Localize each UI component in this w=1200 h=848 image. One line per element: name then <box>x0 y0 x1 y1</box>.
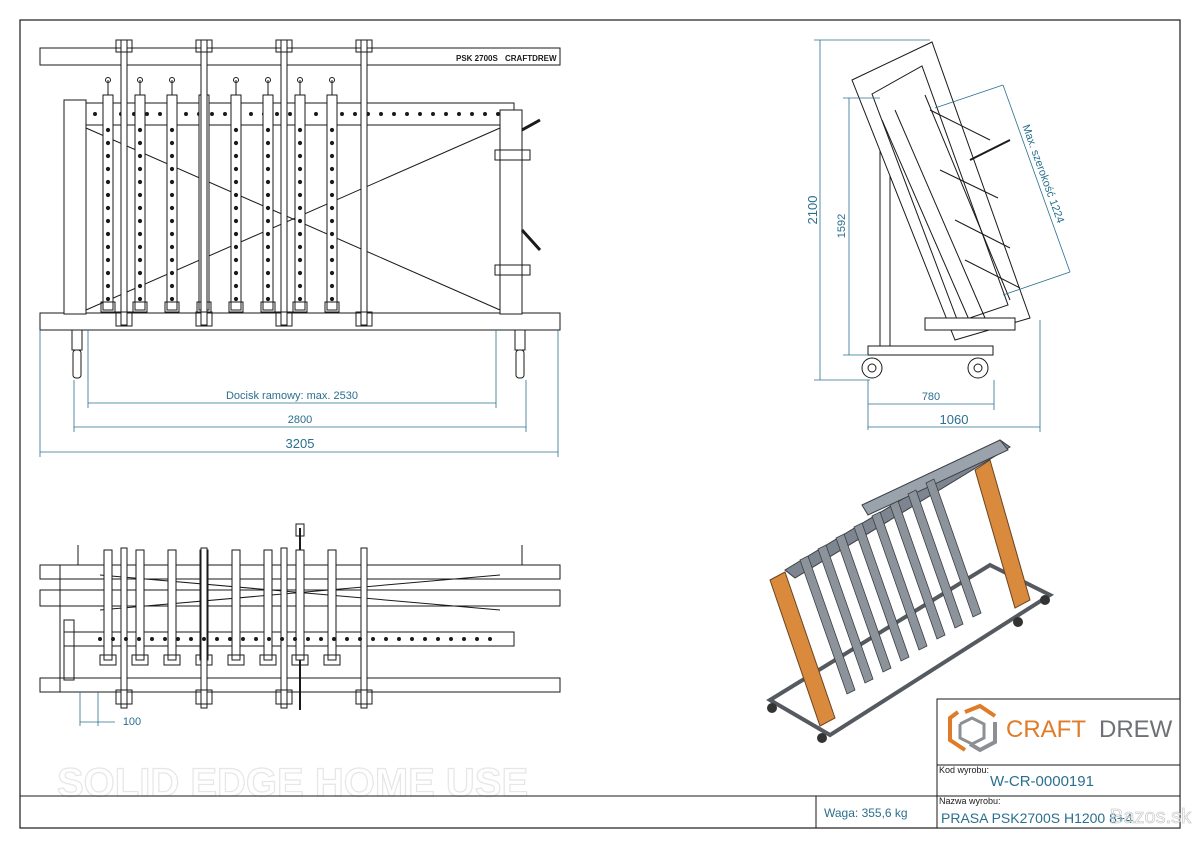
top-clamp <box>323 549 341 666</box>
watermark-text: SOLID EDGE HOME USE <box>57 761 528 805</box>
front-long-clamp <box>195 39 213 327</box>
iso-frame <box>925 478 982 618</box>
front-plate-brand: CRAFTDREW <box>505 54 557 63</box>
sheet-border <box>19 19 1181 829</box>
front-long-clamp <box>355 39 373 327</box>
iso-frame <box>799 555 856 695</box>
front-long-clamp <box>275 39 293 327</box>
top-clamp <box>227 549 245 666</box>
top-clamp <box>131 549 149 666</box>
side-dimensions <box>814 39 1071 432</box>
name-label: Nazwa wyrobu: <box>939 796 1001 806</box>
front-clamp <box>324 77 340 313</box>
dim-beam-label: 1592 <box>836 214 848 238</box>
iso-frame <box>853 522 910 662</box>
top-view <box>39 523 561 710</box>
dim-overall-label: 3205 <box>286 436 315 451</box>
iso-frame <box>871 511 928 651</box>
site-watermark: Bazos.sk <box>1110 806 1192 828</box>
front-clamp <box>292 77 308 313</box>
code-value: W-CR-0000191 <box>990 773 1094 790</box>
front-clamp <box>260 77 276 313</box>
front-clamp <box>164 77 180 313</box>
top-long-clamp <box>115 547 133 709</box>
iso-frame <box>889 500 946 640</box>
side-view <box>851 41 1031 379</box>
craftdrew-logo-icon <box>948 703 997 753</box>
top-clamp <box>163 549 181 666</box>
name-value: PRASA PSK2700S H1200 8+4 <box>941 810 1133 826</box>
iso-frame <box>907 489 964 629</box>
dim-press-label: Docisk ramowy: max. 2530 <box>226 390 358 402</box>
dim-width-label: Max. szerokość 1224 <box>1019 123 1066 225</box>
logo-text-drew: DREW <box>1099 716 1173 743</box>
dim-offset-label: 100 <box>123 716 141 728</box>
front-plate-label: PSK 2700S <box>456 54 498 63</box>
top-clamp <box>291 549 309 666</box>
top-long-clamp <box>355 547 373 709</box>
dim-depth-label: 1060 <box>940 412 969 427</box>
top-long-clamp <box>275 547 293 709</box>
dim-inner-label: 2800 <box>288 414 312 426</box>
front-clamp <box>228 77 244 313</box>
top-clamp <box>259 549 277 666</box>
top-clamp <box>99 549 117 666</box>
iso-frame <box>817 544 874 684</box>
dim-base-label: 780 <box>922 391 940 403</box>
top-dimensions <box>79 692 115 726</box>
weight-value: Waga: 355,6 kg <box>824 806 908 820</box>
front-clamp <box>100 77 116 313</box>
dim-height-label: 2100 <box>805 196 820 225</box>
logo-text-craft: CRAFT <box>1006 716 1086 743</box>
front-long-clamp <box>115 39 133 327</box>
isometric-view <box>766 439 1055 743</box>
front-dimensions <box>39 330 559 457</box>
code-label: Kod wyrobu: <box>939 765 989 775</box>
top-long-clamp <box>195 547 213 709</box>
front-view <box>39 39 561 379</box>
front-clamp <box>132 77 148 313</box>
iso-frame <box>835 533 892 673</box>
